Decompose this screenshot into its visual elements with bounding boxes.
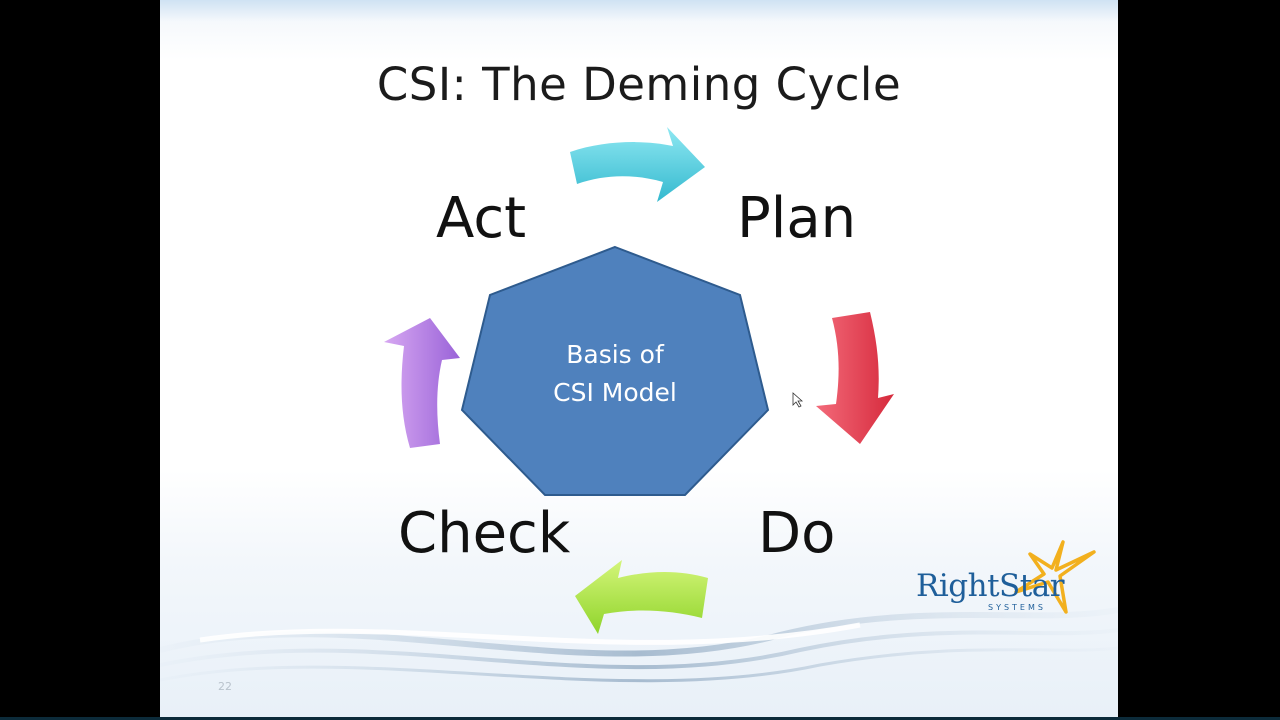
hub-label-line2: CSI Model (553, 378, 677, 407)
slide-title: CSI: The Deming Cycle (376, 58, 902, 111)
stage-label-act: Act (436, 186, 527, 251)
slide-number: 22 (218, 680, 232, 693)
mouse-cursor-icon (792, 392, 804, 408)
hub-label: Basis of CSI Model (520, 336, 710, 412)
arrow-plan-to-do-icon (816, 312, 894, 444)
arrow-do-to-check-icon (575, 560, 708, 634)
stage-label-plan: Plan (737, 186, 857, 251)
hub-label-line1: Basis of (566, 340, 664, 369)
hub-heptagon (460, 245, 770, 496)
arrow-check-to-act-icon (384, 318, 460, 448)
logo-star-icon (1014, 540, 1096, 614)
stage-label-do: Do (758, 501, 836, 566)
rightstar-logo: RightStar SYSTEMS (916, 540, 1106, 620)
stage-label-check: Check (398, 501, 571, 566)
decorative-wave-background (160, 607, 1118, 683)
logo-tagline: SYSTEMS (988, 603, 1046, 612)
logo-name: RightStar (916, 568, 1065, 604)
viewer-bottom-bar (0, 717, 1280, 720)
slide: CSI: The Deming Cycle Act Plan Check Do … (160, 0, 1118, 718)
arrow-act-to-plan-icon (570, 127, 705, 202)
